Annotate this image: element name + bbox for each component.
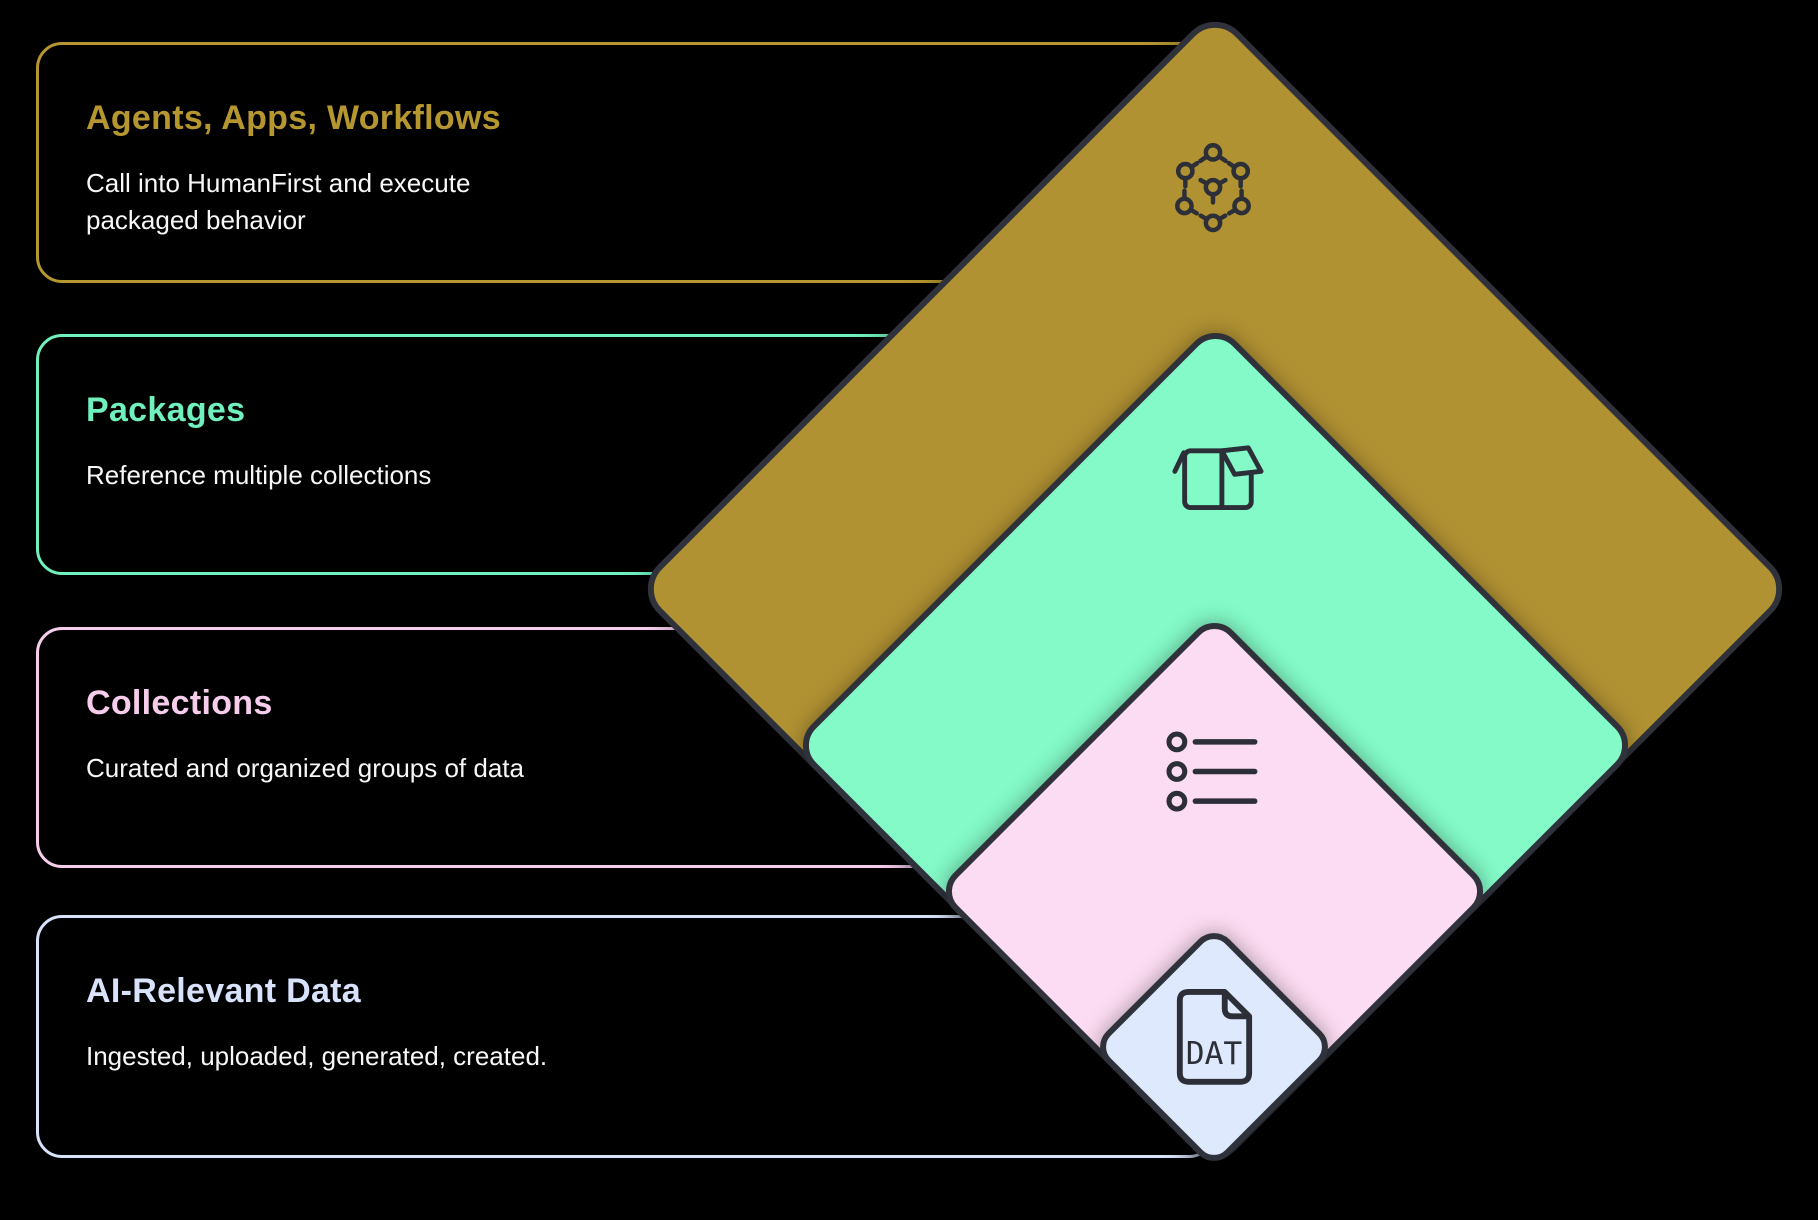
card-description-agents-apps-workflows: Call into HumanFirst and execute package… [86, 168, 471, 235]
package-icon [1168, 441, 1264, 515]
network-icon [1163, 139, 1263, 236]
file-icon: DAT [1172, 988, 1256, 1086]
list-icon [1163, 728, 1263, 815]
card-title-packages: Packages [86, 391, 246, 429]
file-type-label: DAT [1186, 1036, 1243, 1072]
card-title-ai-relevant-data: AI-Relevant Data [86, 972, 361, 1010]
card-agents-apps-workflows: Agents, Apps, Workflows Call into HumanF… [36, 42, 1230, 283]
card-description-collections: Curated and organized groups of data [86, 753, 524, 783]
card-title-agents-apps-workflows: Agents, Apps, Workflows [86, 99, 501, 137]
card-title-collections: Collections [86, 684, 273, 722]
card-description-packages: Reference multiple collections [86, 460, 432, 490]
card-description-ai-relevant-data: Ingested, uploaded, generated, created. [86, 1041, 548, 1071]
